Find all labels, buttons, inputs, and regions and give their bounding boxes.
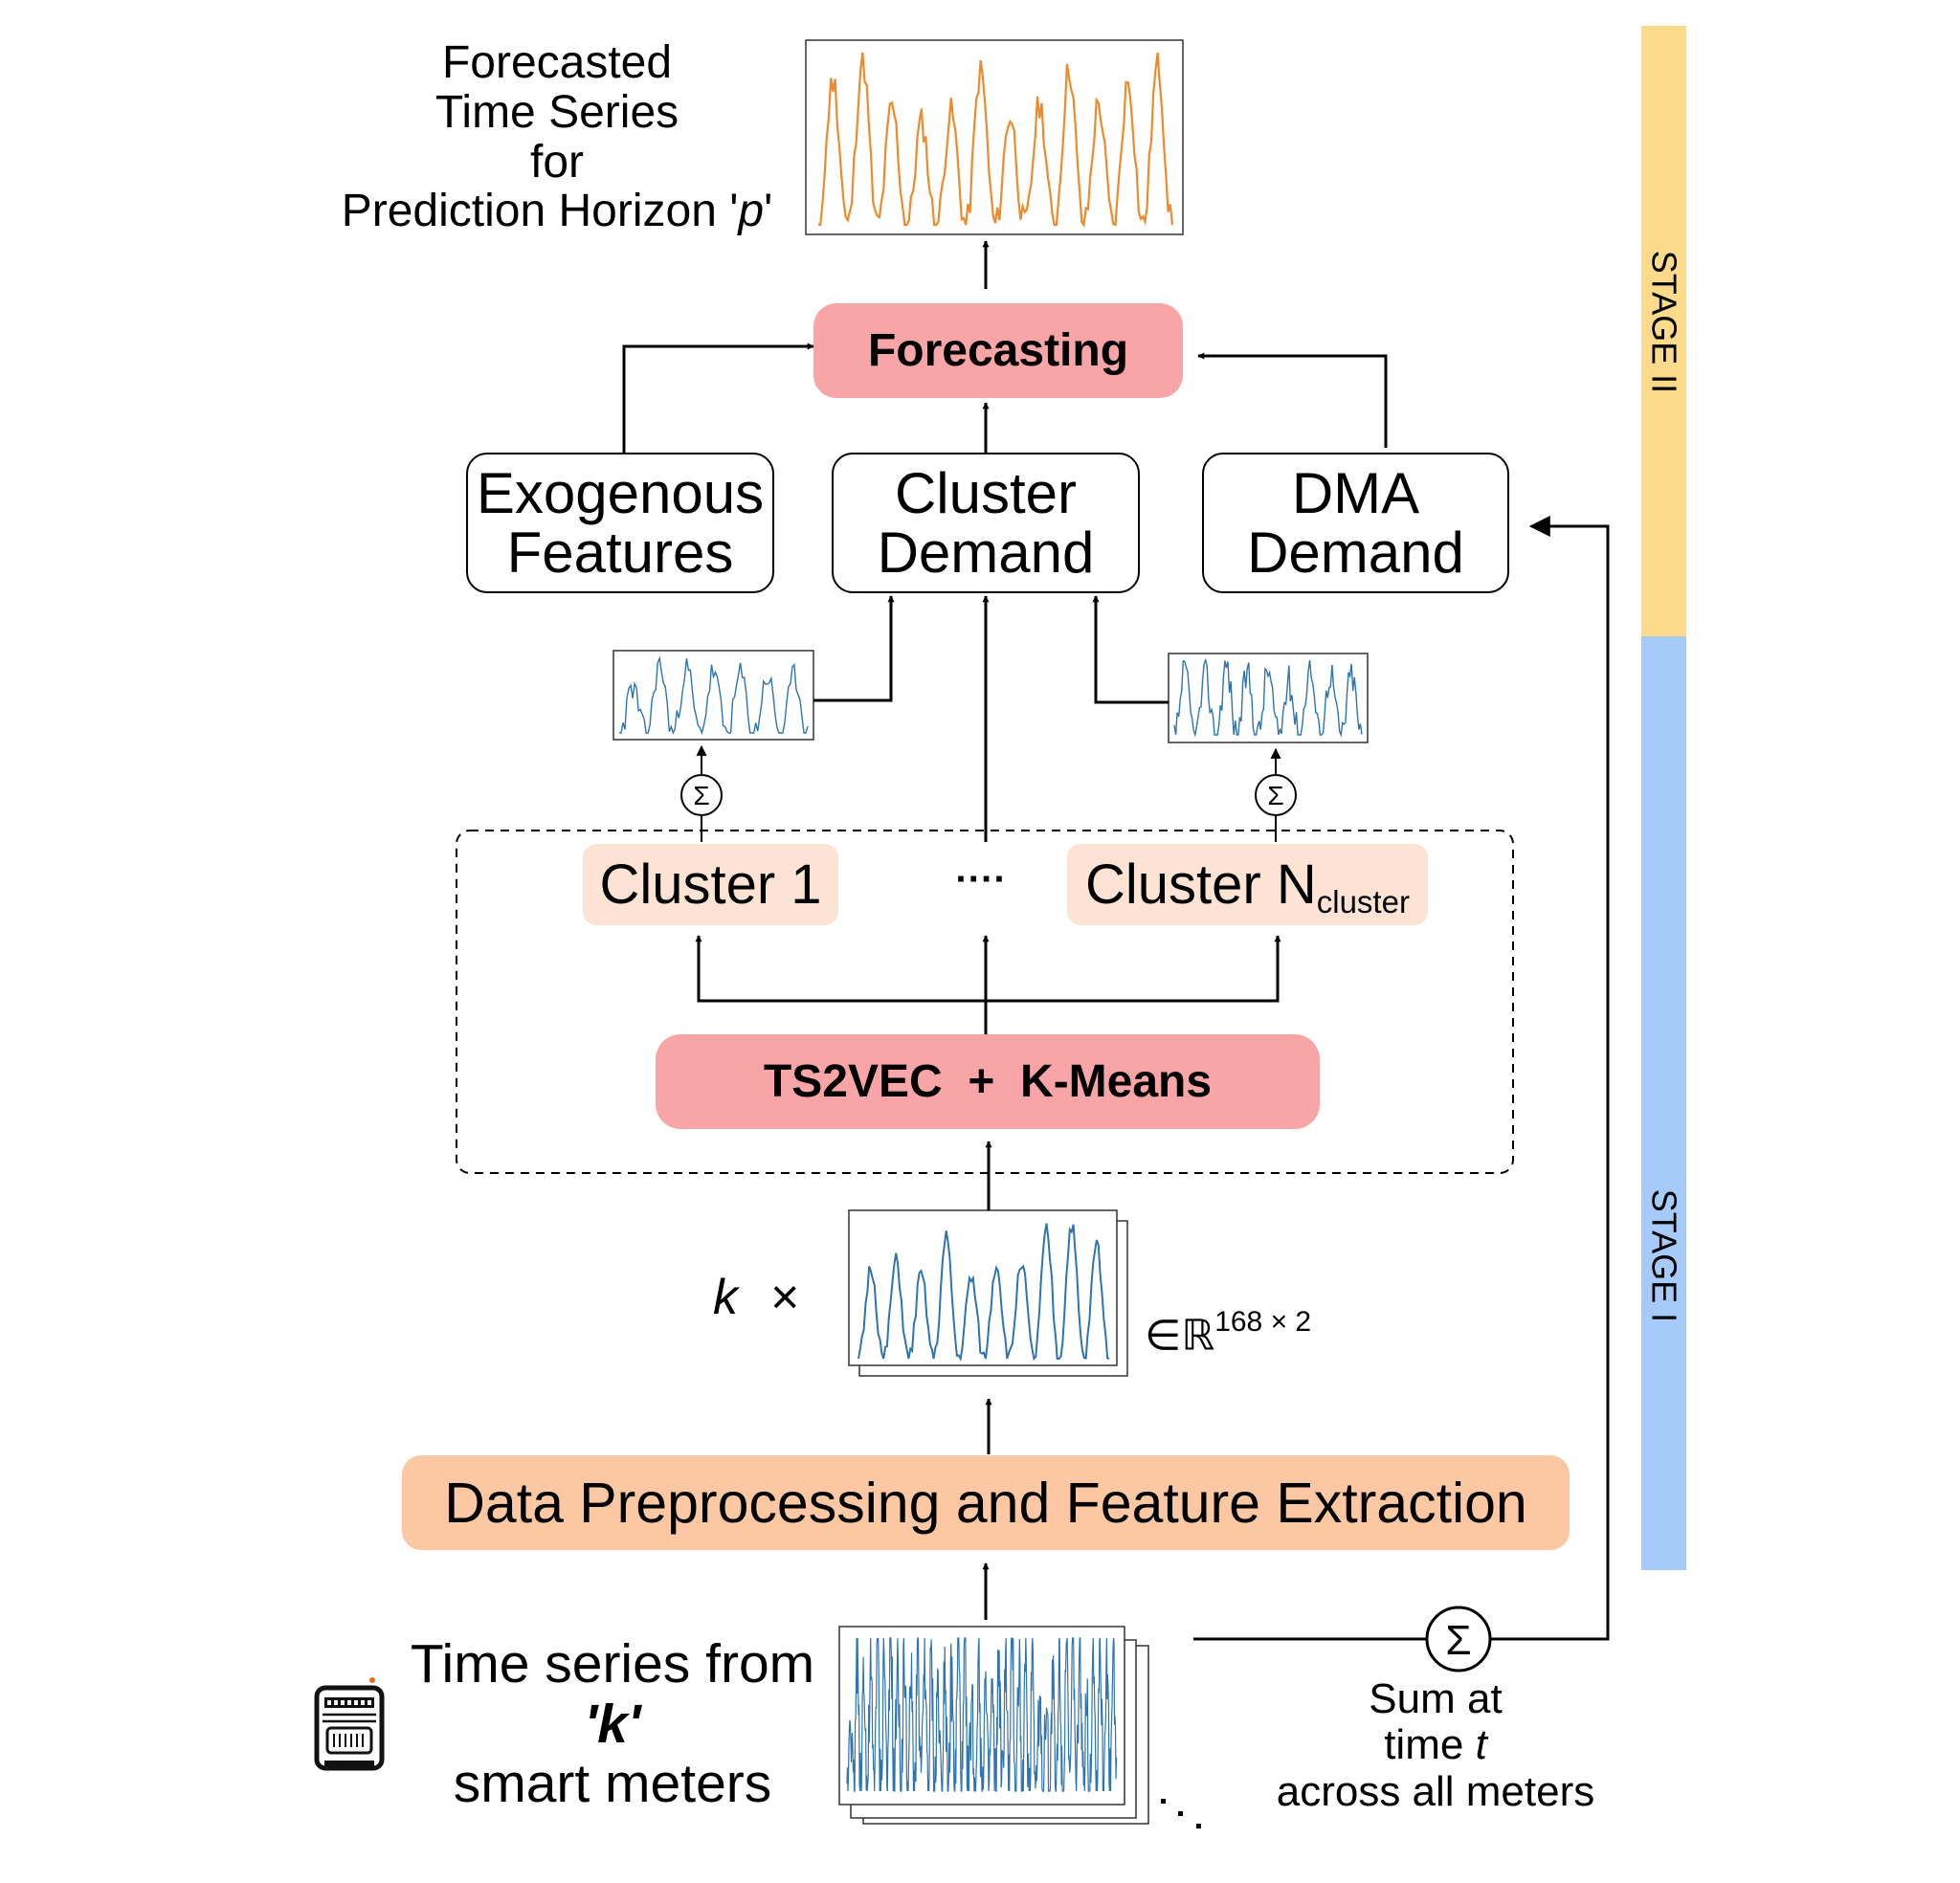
connectors bbox=[622, 240, 1610, 1641]
dimension-label: ∈ℝ168 × 2 bbox=[1145, 1306, 1355, 1360]
ellipsis-dots-icon bbox=[1161, 1799, 1201, 1828]
sigma-symbol: Σ bbox=[1267, 781, 1283, 810]
forecast-caption-var: p bbox=[738, 186, 765, 237]
stage2-label: STAGE II bbox=[1644, 250, 1684, 394]
cluster1-box: Cluster 1 bbox=[583, 844, 838, 925]
forecast-caption-line3: for bbox=[529, 136, 584, 188]
stacked-chart-front bbox=[848, 1209, 1118, 1366]
input-caption: Time series from 'k' smart meters bbox=[388, 1634, 837, 1814]
sum-caption-var: t bbox=[1475, 1721, 1487, 1769]
dimension-superscript: 168 × 2 bbox=[1214, 1306, 1312, 1338]
ts2vec-kmeans-box: TS2VEC + K-Means bbox=[656, 1034, 1320, 1129]
times-symbol: × bbox=[770, 1270, 800, 1325]
smart-meter-icon bbox=[314, 1677, 385, 1771]
forecast-caption-line2: Time Series bbox=[434, 86, 679, 138]
forecast-caption: Forecasted Time Series for Prediction Ho… bbox=[308, 38, 806, 236]
preprocessing-label: Data Preprocessing and Feature Extractio… bbox=[444, 1471, 1527, 1535]
cluster1-chart-frame bbox=[612, 650, 814, 741]
arrow-exogenous-to-forecasting bbox=[622, 343, 814, 453]
clustern-series-line bbox=[1173, 657, 1363, 738]
forecast-caption-line4: Prediction Horizon 'p' bbox=[308, 187, 806, 236]
preprocessing-box: Data Preprocessing and Feature Extractio… bbox=[402, 1455, 1570, 1550]
cluster-ellipsis: ···· bbox=[955, 858, 1007, 900]
stacked-series-line bbox=[858, 1223, 1110, 1362]
dma-demand-box: DMA Demand bbox=[1202, 453, 1509, 593]
dma-demand-line2: Demand bbox=[1247, 520, 1464, 585]
cluster-demand-line2: Demand bbox=[877, 520, 1095, 585]
stage2-bar bbox=[1641, 26, 1686, 636]
clustern-chart-frame bbox=[1168, 653, 1369, 743]
clustern-label: Cluster N bbox=[1085, 853, 1317, 916]
cluster1-series-line bbox=[619, 655, 809, 736]
sigma-icon: Σ bbox=[1425, 1606, 1492, 1673]
clustering-region bbox=[456, 830, 1514, 1174]
sigma-symbol: Σ bbox=[693, 781, 709, 810]
cluster-demand-line1: Cluster bbox=[894, 461, 1078, 526]
input-caption-line2: 'k' bbox=[584, 1693, 641, 1755]
input-series-line bbox=[846, 1637, 1118, 1792]
forecast-caption-line1: Forecasted bbox=[441, 37, 673, 88]
exogenous-line1: Exogenous bbox=[476, 461, 765, 526]
sum-caption: Sum at time t across all meters bbox=[1244, 1675, 1627, 1815]
clustern-subscript: cluster bbox=[1316, 883, 1410, 919]
sum-caption-line2: time t bbox=[1244, 1722, 1627, 1768]
k-multiplier: k× bbox=[713, 1271, 828, 1324]
sum-caption-line3: across all meters bbox=[1276, 1767, 1595, 1815]
arrow-cluster1-chart-to-cluster-demand bbox=[813, 595, 895, 702]
sigma-icon: Σ bbox=[1255, 774, 1297, 816]
stage1-label: STAGE I bbox=[1644, 1188, 1684, 1323]
ts2vec-kmeans-label: TS2VEC + K-Means bbox=[763, 1056, 1213, 1107]
forecasting-box: Forecasting bbox=[813, 303, 1183, 398]
arrow-sum-to-dma bbox=[1491, 516, 1610, 1641]
forecast-chart-frame bbox=[805, 39, 1184, 235]
arrow-clustern-chart-to-cluster-demand bbox=[1092, 595, 1169, 704]
input-caption-line1: Time series from bbox=[410, 1633, 815, 1695]
forecast-series-line bbox=[817, 52, 1174, 228]
arrow-ts2vec-to-clustern bbox=[986, 935, 1281, 1003]
sigma-symbol: Σ bbox=[1445, 1617, 1471, 1664]
forecasting-label: Forecasting bbox=[867, 325, 1129, 376]
input-caption-line3: smart meters bbox=[453, 1753, 772, 1815]
forecast-caption-suffix: ' bbox=[764, 186, 773, 237]
k-variable: k bbox=[713, 1270, 738, 1325]
stage1-bar bbox=[1641, 636, 1686, 1570]
forecast-caption-prefix: Prediction Horizon ' bbox=[341, 186, 739, 237]
arrow-dma-to-forecasting bbox=[1197, 352, 1388, 448]
sigma-icon: Σ bbox=[680, 774, 723, 816]
dma-demand-line1: DMA bbox=[1291, 461, 1420, 526]
arrow-ts2vec-to-cluster1 bbox=[695, 935, 988, 1041]
cluster-demand-box: Cluster Demand bbox=[832, 453, 1140, 593]
sum-caption-line1: Sum at bbox=[1369, 1675, 1503, 1722]
cluster1-label: Cluster 1 bbox=[599, 853, 822, 916]
exogenous-features-box: Exogenous Features bbox=[466, 453, 774, 593]
exogenous-line2: Features bbox=[506, 520, 734, 585]
dimension-prefix: ∈ℝ bbox=[1145, 1312, 1215, 1360]
sum-caption-prefix: time bbox=[1384, 1721, 1476, 1769]
